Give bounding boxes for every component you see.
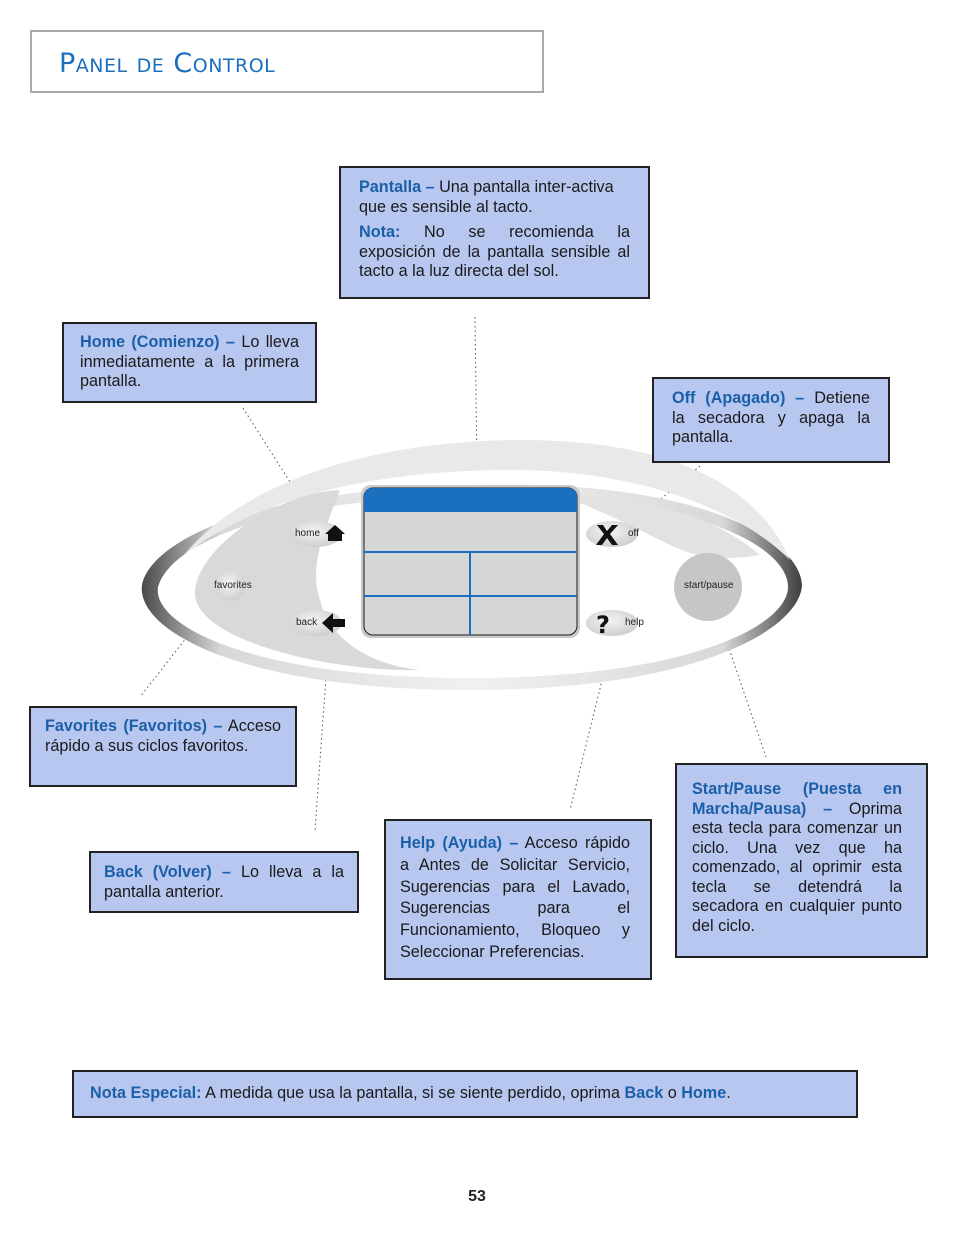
callout-off-text: Detiene la secadora y apaga la pantalla. xyxy=(672,389,870,446)
callout-startpause-text: Oprima esta tecla para comenzar un ciclo… xyxy=(692,799,902,935)
special-note-back-word: Back xyxy=(624,1084,664,1102)
favorites-button[interactable]: favorites xyxy=(214,580,252,591)
special-note-home-word: Home xyxy=(681,1084,727,1102)
panel-top-band xyxy=(180,440,790,560)
callout-pantalla: Pantalla – Una pantalla inter-activa que… xyxy=(339,166,650,299)
leader-home xyxy=(242,407,312,516)
page-number: 53 xyxy=(468,1188,486,1205)
panel-swoosh xyxy=(194,490,420,671)
off-button[interactable]: off xyxy=(628,528,639,539)
arrow-left-icon xyxy=(322,613,345,633)
favorites-button-shape xyxy=(216,571,246,601)
special-note-heading: Nota Especial: xyxy=(90,1084,202,1102)
callout-pantalla-heading: Pantalla – xyxy=(359,178,435,196)
back-button-shape xyxy=(290,610,342,636)
help-button[interactable]: help xyxy=(625,617,644,628)
callout-back-heading: Back (Volver) – xyxy=(104,863,231,881)
callout-pantalla-text: Una pantalla inter-activa que es sensibl… xyxy=(359,178,614,216)
special-note: Nota Especial: A medida que usa la panta… xyxy=(72,1070,858,1118)
callout-favorites-text: Acceso rápido a sus ciclos favoritos. xyxy=(45,717,281,755)
startpause-button-shape xyxy=(674,553,742,621)
callout-favorites-heading: Favorites (Favoritos) – xyxy=(45,717,223,735)
callout-help-text: Acceso rápido a Antes de Solicitar Servi… xyxy=(400,834,630,961)
callout-pantalla-note-text: No se recomienda la exposición de la pan… xyxy=(359,223,631,280)
callout-back: Back (Volver) – Lo lleva a la pantalla a… xyxy=(89,851,359,913)
callout-startpause-heading: Start/Pause (Puesta en Marcha/Pausa) – xyxy=(692,780,902,818)
callout-home: Home (Comienzo) – Lo lleva inmediatament… xyxy=(62,322,317,403)
callout-off-heading: Off (Apagado) – xyxy=(672,389,805,407)
callout-home-text: Lo lleva inmediatamente a la primera pan… xyxy=(80,333,300,390)
leader-pantalla xyxy=(474,316,478,471)
special-note-text: A medida que usa la pantalla, si se sien… xyxy=(205,1084,621,1102)
callout-help: Help (Ayuda) – Acceso rápido a Antes de … xyxy=(384,819,652,980)
callout-home-heading: Home (Comienzo) – xyxy=(80,333,235,351)
callout-pantalla-note-heading: Nota: xyxy=(359,223,401,241)
help-button-shape xyxy=(586,610,638,636)
home-icon xyxy=(325,525,345,541)
page-title: Panel de Control xyxy=(59,48,276,79)
callout-favorites: Favorites (Favoritos) – Acceso rápido a … xyxy=(29,706,297,787)
back-button[interactable]: back xyxy=(296,617,318,628)
callout-back-text: Lo lleva a la pantalla anterior. xyxy=(104,863,344,901)
question-icon: ? xyxy=(596,611,610,639)
x-icon xyxy=(596,525,618,545)
startpause-button[interactable]: start/pause xyxy=(684,580,734,591)
special-note-period: . xyxy=(726,1084,731,1102)
screen-header xyxy=(364,488,577,512)
callout-help-heading: Help (Ayuda) – xyxy=(400,834,519,852)
panel-swoosh-right xyxy=(560,495,760,558)
home-button[interactable]: home xyxy=(295,528,321,539)
callout-startpause: Start/Pause (Puesta en Marcha/Pausa) – O… xyxy=(675,763,928,958)
title-box: Panel de Control xyxy=(30,30,544,93)
special-note-connector: o xyxy=(667,1084,677,1102)
callout-off: Off (Apagado) – Detiene la secadora y ap… xyxy=(652,377,890,463)
